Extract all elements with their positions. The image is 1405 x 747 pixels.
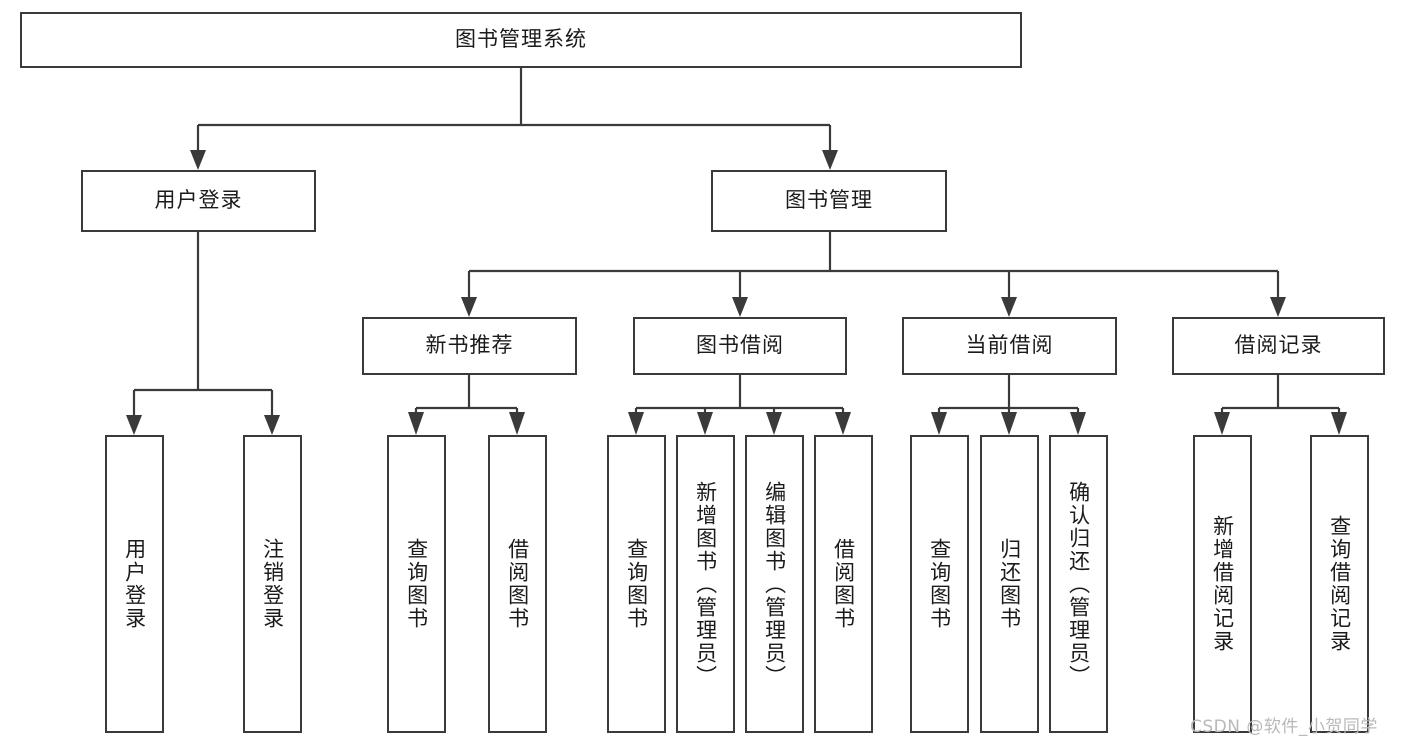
arrow-borrow-4 <box>835 412 851 435</box>
arrow-to-login <box>190 150 206 170</box>
watermark: CSDN @软件_小贺同学 <box>1190 717 1378 737</box>
leaf-newbook-query-book[interactable]: 查询图书 <box>387 435 446 733</box>
arrow-borrow-2 <box>697 412 713 435</box>
arrow-newbook-2 <box>509 412 525 435</box>
node-user-login-label: 用户登录 <box>154 188 243 213</box>
leaf-current-confirm-return-admin-label: 确认归还（管理员） <box>1066 480 1091 688</box>
arrow-to-record <box>1270 297 1286 317</box>
node-borrow-record-label: 借阅记录 <box>1234 333 1323 358</box>
leaf-newbook-query-book-label: 查询图书 <box>404 538 429 630</box>
arrow-to-borrow <box>732 297 748 317</box>
arrow-current-1 <box>931 412 947 435</box>
leaf-record-add-record-label: 新增借阅记录 <box>1210 515 1235 653</box>
leaf-newbook-borrow-book-label: 借阅图书 <box>505 538 530 630</box>
node-root-label: 图书管理系统 <box>455 27 587 52</box>
leaf-borrow-add-book-admin-label: 新增图书（管理员） <box>693 480 718 688</box>
leaf-record-query-record[interactable]: 查询借阅记录 <box>1310 435 1369 733</box>
leaf-borrow-edit-book-admin-label: 编辑图书（管理员） <box>762 480 787 688</box>
node-book-borrow-label: 图书借阅 <box>696 333 784 358</box>
node-book-management[interactable]: 图书管理 <box>711 170 947 232</box>
arrow-current-2 <box>1001 412 1017 435</box>
leaf-current-return-book[interactable]: 归还图书 <box>980 435 1039 733</box>
leaf-logout-label: 注销登录 <box>260 538 285 630</box>
leaf-user-login-label: 用户登录 <box>122 538 147 630</box>
leaf-current-query-book[interactable]: 查询图书 <box>910 435 969 733</box>
leaf-record-add-record[interactable]: 新增借阅记录 <box>1193 435 1252 733</box>
node-current-borrow-label: 当前借阅 <box>965 333 1054 358</box>
leaf-current-return-book-label: 归还图书 <box>997 538 1022 630</box>
leaf-record-query-record-label: 查询借阅记录 <box>1327 515 1352 653</box>
node-borrow-record[interactable]: 借阅记录 <box>1172 317 1385 375</box>
leaf-borrow-query-book[interactable]: 查询图书 <box>607 435 666 733</box>
node-current-borrow[interactable]: 当前借阅 <box>902 317 1117 375</box>
arrow-newbook-1 <box>408 412 424 435</box>
leaf-newbook-borrow-book[interactable]: 借阅图书 <box>488 435 547 733</box>
arrow-record-1 <box>1214 412 1230 435</box>
arrow-to-newbook <box>461 297 477 317</box>
leaf-current-query-book-label: 查询图书 <box>927 538 952 630</box>
leaf-current-confirm-return-admin[interactable]: 确认归还（管理员） <box>1049 435 1108 733</box>
leaf-borrow-query-book-label: 查询图书 <box>624 538 649 630</box>
node-root[interactable]: 图书管理系统 <box>20 12 1022 68</box>
node-user-login[interactable]: 用户登录 <box>81 170 316 232</box>
leaf-logout[interactable]: 注销登录 <box>243 435 302 733</box>
arrow-borrow-1 <box>628 412 644 435</box>
node-new-book-recommend[interactable]: 新书推荐 <box>362 317 577 375</box>
node-new-book-recommend-label: 新书推荐 <box>425 333 514 358</box>
arrow-record-2 <box>1331 412 1347 435</box>
leaf-borrow-add-book-admin[interactable]: 新增图书（管理员） <box>676 435 735 733</box>
arrow-borrow-3 <box>766 412 782 435</box>
leaf-borrow-edit-book-admin[interactable]: 编辑图书（管理员） <box>745 435 804 733</box>
node-book-management-label: 图书管理 <box>785 188 873 213</box>
leaf-user-login[interactable]: 用户登录 <box>105 435 164 733</box>
leaf-borrow-borrow-book[interactable]: 借阅图书 <box>814 435 873 733</box>
arrow-to-books <box>822 150 838 170</box>
node-book-borrow[interactable]: 图书借阅 <box>633 317 847 375</box>
arrow-current-3 <box>1070 412 1086 435</box>
leaf-borrow-borrow-book-label: 借阅图书 <box>831 538 856 630</box>
arrow-to-current <box>1001 297 1017 317</box>
arrow-login-1 <box>126 415 142 435</box>
arrow-login-2 <box>264 415 280 435</box>
